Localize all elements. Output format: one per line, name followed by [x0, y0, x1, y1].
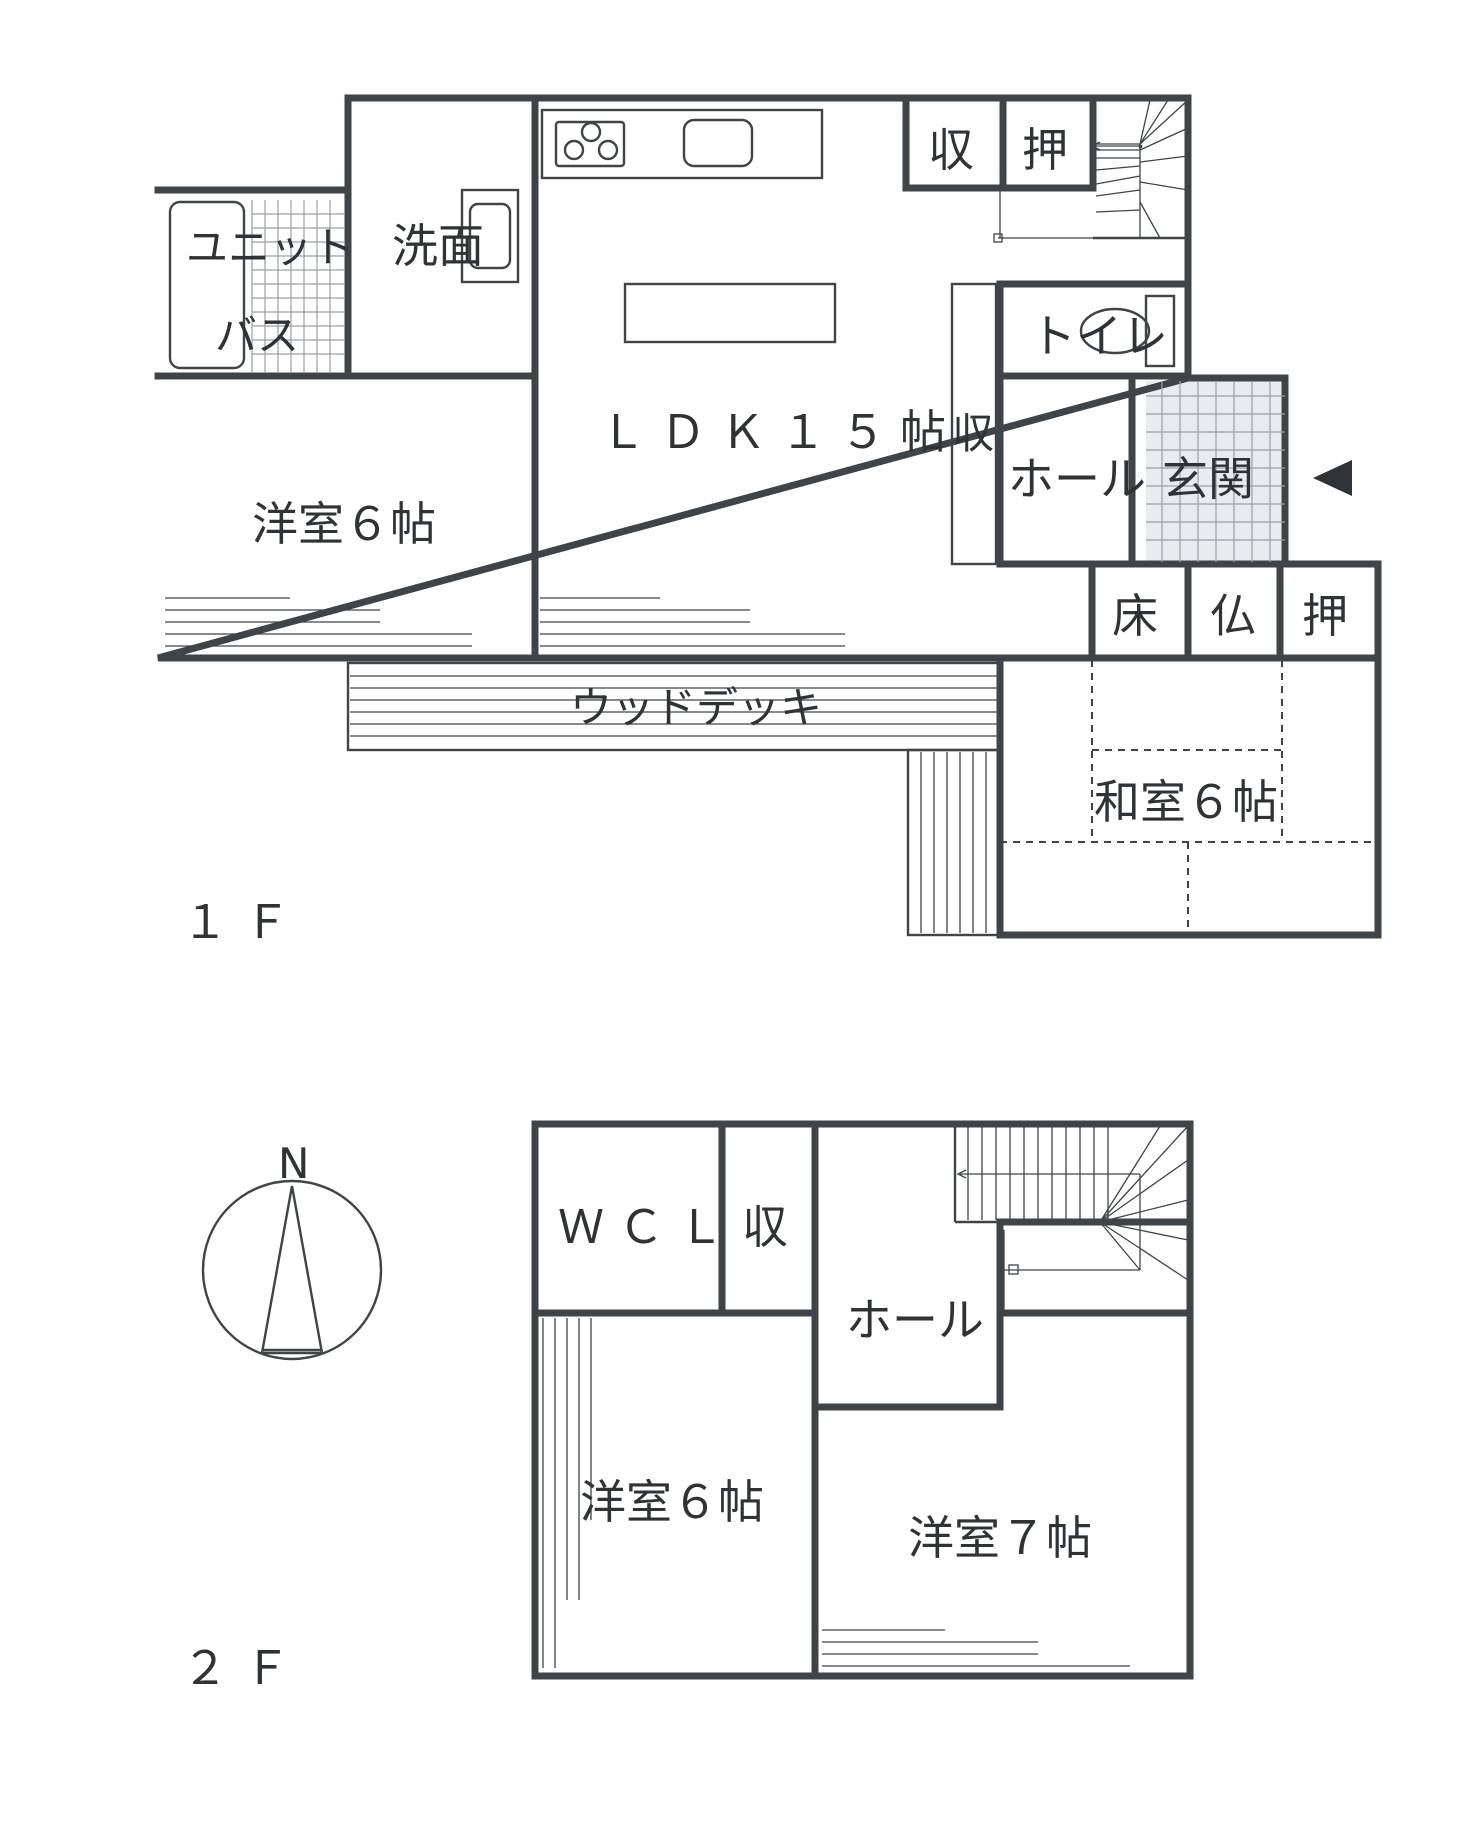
- compass-north-icon: N: [201, 1139, 383, 1361]
- wcl-label: ＷＣＬ: [558, 1200, 738, 1254]
- floor-1-walls: [154, 94, 1382, 939]
- staircase-2f: [953, 1124, 1189, 1310]
- toilet-fixture: [1079, 294, 1176, 368]
- storage-top-label: 収: [928, 123, 974, 177]
- entrance-label: 玄関: [1162, 452, 1254, 506]
- unit-bath-label-bottom: バス: [215, 311, 299, 360]
- toilet-label: トイレ: [1030, 309, 1168, 363]
- closet-japanese-label: 押: [1302, 589, 1348, 643]
- closet-top-label: 押: [1022, 123, 1068, 177]
- butsudan-label: 仏: [1210, 589, 1256, 643]
- kitchen-island: [623, 282, 837, 344]
- side-storage-cabinet: [950, 282, 998, 566]
- entrance-tile-grid: [1146, 381, 1285, 562]
- western-room-7-flooring: [822, 1629, 1130, 1675]
- washroom-label: 洗面: [392, 219, 484, 273]
- storage-2f-label: 収: [742, 1200, 788, 1254]
- kitchen-counter: [540, 108, 824, 180]
- hall-1f-label: ホール: [1008, 452, 1146, 506]
- western-room-6-flooring: [542, 1318, 592, 1668]
- tokonoma-label: 床: [1112, 589, 1158, 643]
- floor-1: ユニット バス 洗面 ＬＤＫ１５帖 収 押 収 トイレ ホール 玄関 洋室６帖 …: [154, 94, 1382, 949]
- unit-bath-label-top: ユニット: [186, 223, 354, 272]
- floor-2-walls: [531, 1120, 1194, 1680]
- hall-2f-label: ホール: [846, 1293, 984, 1347]
- ldk-flooring: [540, 597, 845, 647]
- staircase-1f: [993, 99, 1189, 243]
- floor-2: ＷＣＬ 収 ホール 洋室６帖 洋室７帖 ２Ｆ: [182, 1120, 1194, 1695]
- ldk-label: ＬＤＫ１５帖: [600, 405, 960, 459]
- wood-deck-label: ウッドデッキ: [570, 683, 822, 732]
- western-room-1f-flooring: [165, 597, 472, 647]
- storage-side-label: 収: [952, 409, 994, 458]
- unit-bath-fixtures: [168, 200, 344, 372]
- western-room-6-label: 洋室６帖: [580, 1475, 764, 1529]
- western-room-7-label: 洋室７帖: [908, 1511, 1092, 1565]
- floor-2-label: ２Ｆ: [182, 1641, 306, 1695]
- wood-deck-boards: [346, 661, 1001, 937]
- japanese-room-label: 和室６帖: [1094, 775, 1278, 829]
- floor-1-label: １Ｆ: [182, 895, 306, 949]
- compass-north-label: N: [278, 1139, 309, 1188]
- tatami-mats: [1000, 660, 1378, 935]
- washbasin: [460, 188, 520, 284]
- western-room-1f-label: 洋室６帖: [252, 497, 436, 551]
- entrance-arrow-icon: [1313, 460, 1352, 496]
